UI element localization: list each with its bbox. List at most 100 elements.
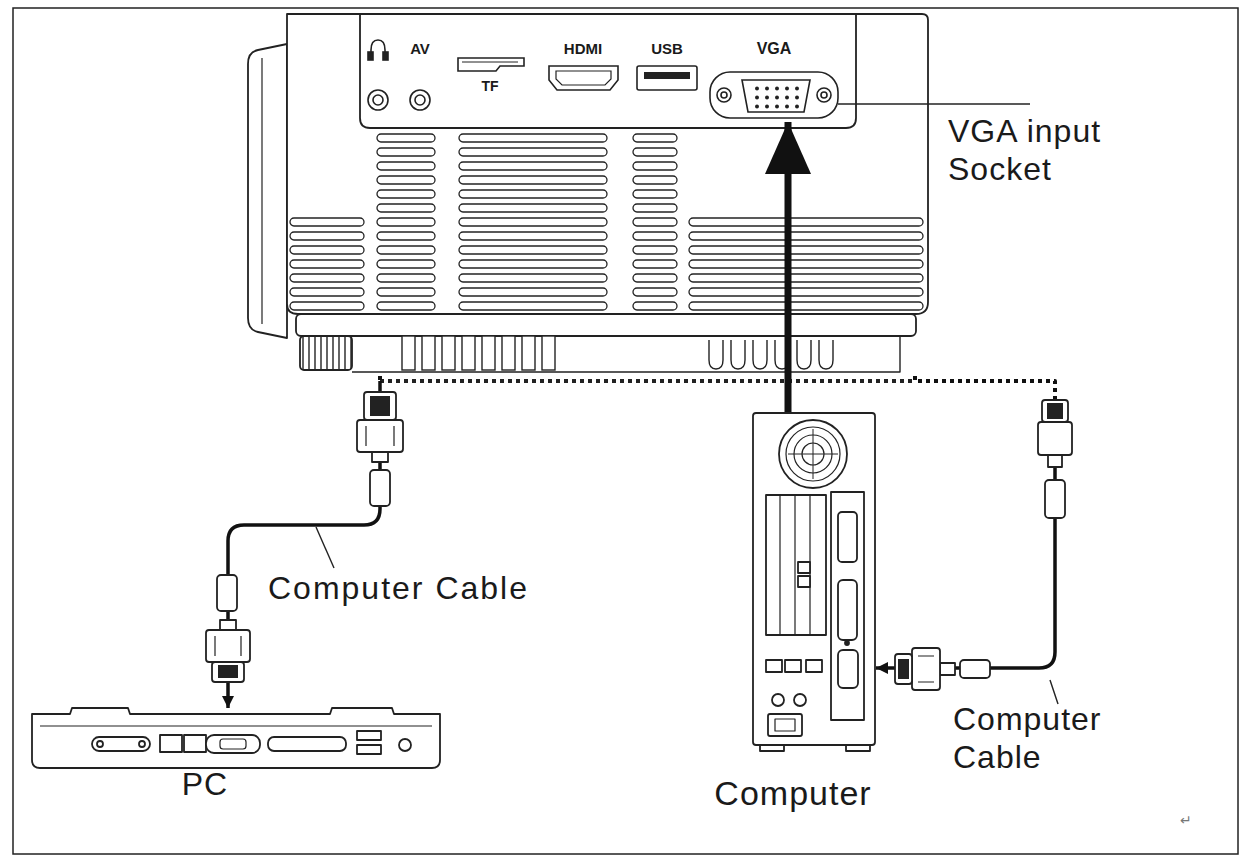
vga-socket: VGA [705, 30, 843, 122]
vga-plug [895, 654, 912, 684]
cable-line [785, 122, 792, 412]
cable-line [876, 400, 1055, 668]
laptop [32, 708, 440, 768]
vga-plug [918, 656, 934, 682]
projector-ports [383, 52, 388, 60]
vga-plug [1042, 400, 1068, 422]
desktop-tower [768, 714, 802, 736]
desktop-tower [775, 719, 795, 731]
desktop-tower [766, 660, 782, 672]
projector-ports [410, 90, 430, 110]
projector-ports [752, 84, 802, 111]
projector-ports [368, 40, 838, 118]
laptop [268, 737, 346, 751]
projector-body [248, 44, 287, 338]
vga-plug [372, 452, 388, 462]
projector-ports [549, 66, 618, 90]
desktop-tower [838, 580, 857, 640]
projector-ports [637, 66, 697, 90]
vga-plug [940, 663, 955, 675]
laptop-pc: PC [30, 708, 442, 770]
desktop-tower [788, 429, 838, 479]
vga-plug [218, 665, 238, 678]
desktop-tower [838, 650, 858, 688]
projector-ports [717, 88, 731, 102]
vga-plug [217, 575, 237, 611]
leader-line [838, 103, 1030, 105]
vga-plug [912, 648, 940, 690]
vga-plug [215, 636, 241, 656]
laptop [139, 741, 145, 747]
projector-ports [821, 92, 827, 98]
projector-body [300, 336, 352, 370]
vga-plug [1048, 455, 1062, 467]
cable-label: Computer Cable [953, 700, 1143, 776]
leader-line [1050, 680, 1058, 704]
device-name: PC [30, 766, 380, 803]
desktop-tower [786, 427, 840, 481]
laptop [220, 739, 246, 749]
laptop [160, 735, 182, 752]
projector-body [287, 14, 928, 314]
port-label: TF [470, 78, 510, 94]
projector-body [352, 336, 900, 372]
desktop-tower [798, 576, 810, 587]
desktop-tower [766, 495, 826, 635]
projector-body [400, 336, 560, 372]
vga-plug [220, 620, 236, 630]
vga-plug [960, 660, 990, 678]
projector-ports [368, 90, 388, 110]
dotted-line [915, 376, 1055, 400]
projector-ports [644, 72, 690, 79]
desktop-tower [753, 413, 875, 745]
projector-body [458, 132, 608, 314]
vga-plug [1038, 422, 1072, 455]
projector-ports [817, 88, 831, 102]
laptop [97, 741, 103, 747]
projector-body [706, 340, 838, 372]
projector-body [632, 132, 678, 314]
projector-body [289, 216, 365, 314]
projector: AVTFHDMIUSBVGA [285, 18, 927, 376]
projector-body [376, 132, 436, 314]
vga-plug [366, 426, 394, 446]
desktop-tower [838, 512, 857, 562]
vga-plug [370, 396, 390, 416]
desktop-tower [772, 694, 784, 706]
vga-plug [370, 470, 390, 506]
laptop [92, 737, 150, 751]
projector-body [261, 58, 262, 324]
laptop [206, 735, 260, 753]
dotted-line [378, 376, 382, 381]
page-mark: ↵ [1180, 812, 1210, 828]
projector-ports [368, 52, 373, 60]
vga-plug [357, 420, 403, 452]
laptop [40, 725, 432, 726]
desktop-tower [779, 420, 847, 488]
desktop-tower [785, 660, 801, 672]
laptop [399, 739, 411, 751]
desktop-tower [798, 562, 810, 573]
desktop-tower [794, 694, 806, 706]
desktop-tower [806, 660, 822, 672]
projector-ports [556, 71, 611, 85]
projector-ports [373, 95, 383, 105]
vga-plug [364, 392, 396, 420]
desktop-tower [753, 413, 875, 751]
vga-plug [206, 392, 1072, 690]
desktop-tower [831, 492, 864, 720]
cable-label: Computer Cable [268, 570, 568, 607]
projector-body [688, 216, 924, 314]
projector-body [296, 314, 916, 336]
desktop-computer: Computer [752, 412, 876, 748]
desktop-tower [780, 495, 810, 635]
projector-ports [458, 58, 524, 71]
desktop-tower [845, 641, 849, 645]
laptop [32, 708, 440, 768]
callout-label: VGA input Socket [948, 112, 1148, 188]
projector-ports [710, 72, 838, 118]
vga-plug [1045, 480, 1065, 518]
port-label: HDMI [553, 40, 613, 57]
projector-body [248, 14, 928, 372]
port-label: AV [400, 40, 440, 57]
